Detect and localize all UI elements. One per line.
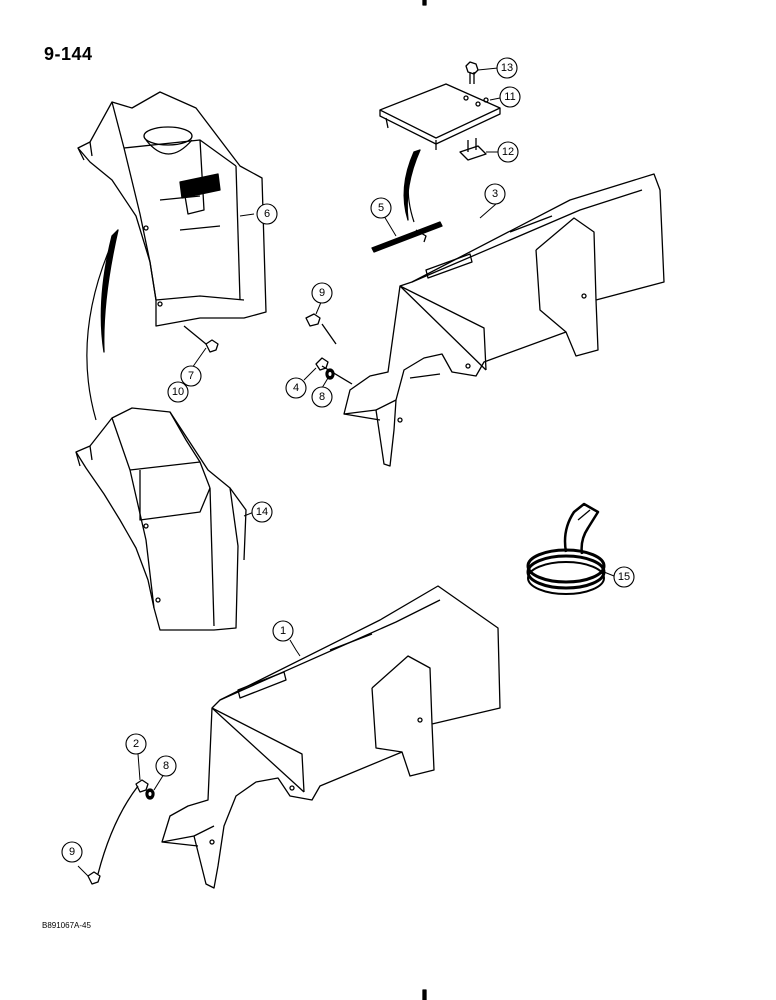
- part-5-strip: [371, 221, 443, 253]
- reference-code: B891067A-45: [42, 921, 91, 930]
- callout-label-8-upper: 8: [319, 391, 325, 403]
- part-15-seal-coil: [526, 502, 606, 595]
- callout-4: [285, 377, 307, 399]
- callout-9-lower: [61, 841, 83, 863]
- part-12-bracket: [459, 138, 487, 161]
- hardware-upper-group: [305, 313, 353, 385]
- callout-label-6: 6: [264, 208, 270, 220]
- callout-label-7: 7: [188, 370, 194, 382]
- part-1-lower-cover: [161, 585, 501, 889]
- callout-11: [499, 86, 521, 108]
- callout-label-9-lower: 9: [69, 846, 75, 858]
- callout-label-1: 1: [280, 625, 286, 637]
- part-6-console-shroud: [77, 91, 267, 327]
- callout-8-upper: [311, 386, 333, 408]
- callout-label-12: 12: [502, 146, 514, 158]
- callout-label-2: 2: [133, 738, 139, 750]
- part-14-lower-console: [75, 407, 247, 631]
- callout-label-15: 15: [618, 571, 630, 583]
- callout-label-8-lower: 8: [163, 760, 169, 772]
- callout-label-3: 3: [492, 188, 498, 200]
- callout-2: [125, 733, 147, 755]
- callout-8-lower: [155, 755, 177, 777]
- callout-13: [496, 57, 518, 79]
- hardware-lower-group: [87, 779, 155, 885]
- callout-label-13: 13: [501, 62, 513, 74]
- callout-label-5: 5: [378, 202, 384, 214]
- callout-3: [484, 183, 506, 205]
- callout-14: [251, 501, 273, 523]
- part-13-screw: [465, 61, 479, 84]
- part-3-upper-cover: [343, 173, 665, 467]
- callout-10: [167, 381, 189, 403]
- page-number: 9-144: [44, 44, 93, 64]
- registration-mark-top: [422, 0, 427, 6]
- callout-7: [180, 365, 202, 387]
- callout-label-4: 4: [293, 382, 299, 394]
- part-11-plate: [379, 83, 501, 150]
- callout-label-10: 10: [172, 386, 184, 398]
- hardware-part-7: [183, 325, 219, 353]
- callout-label-14: 14: [256, 506, 268, 518]
- callout-12: [497, 141, 519, 163]
- callout-label-11: 11: [504, 91, 515, 103]
- leader-lines: [77, 67, 615, 877]
- registration-mark-bottom: [422, 989, 427, 1000]
- callout-5: [370, 197, 392, 219]
- callout-6: [256, 203, 278, 225]
- callout-1: [272, 620, 294, 642]
- callout-15: [613, 566, 635, 588]
- callout-9-upper: [311, 282, 333, 304]
- callout-label-9-upper: 9: [319, 287, 325, 299]
